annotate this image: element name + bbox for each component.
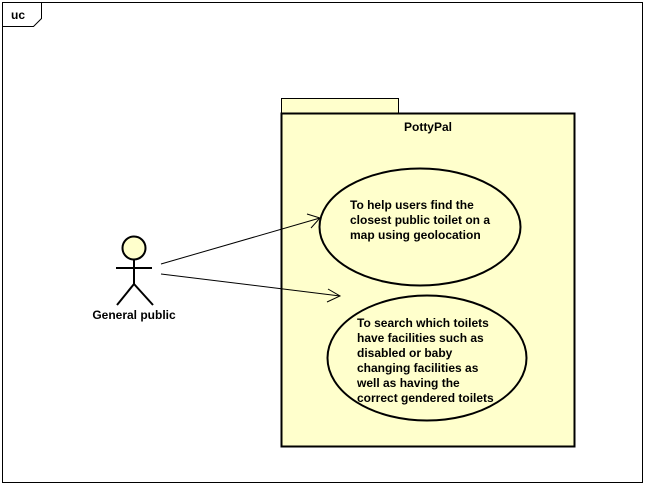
use-case-label-2: To search which toilets have facilities … (357, 316, 494, 405)
frame-tag-box (2, 2, 42, 27)
association-arrow-1[interactable] (160, 213, 321, 265)
system-name: PottyPal (404, 120, 452, 134)
actor-name: General public (92, 308, 176, 322)
association-arrow-2[interactable] (160, 273, 342, 303)
actor-head (121, 235, 147, 261)
actor-right-leg (133, 283, 154, 306)
actor-left-leg (116, 283, 135, 306)
package-tab (281, 98, 399, 114)
frame-tag-label: uc (11, 8, 25, 22)
actor-figure[interactable] (116, 235, 154, 306)
use-case-ellipse-1[interactable] (318, 167, 522, 287)
use-case-label-1: To help users find the closest public to… (350, 198, 491, 242)
use-case-ellipse-2[interactable] (326, 294, 528, 422)
